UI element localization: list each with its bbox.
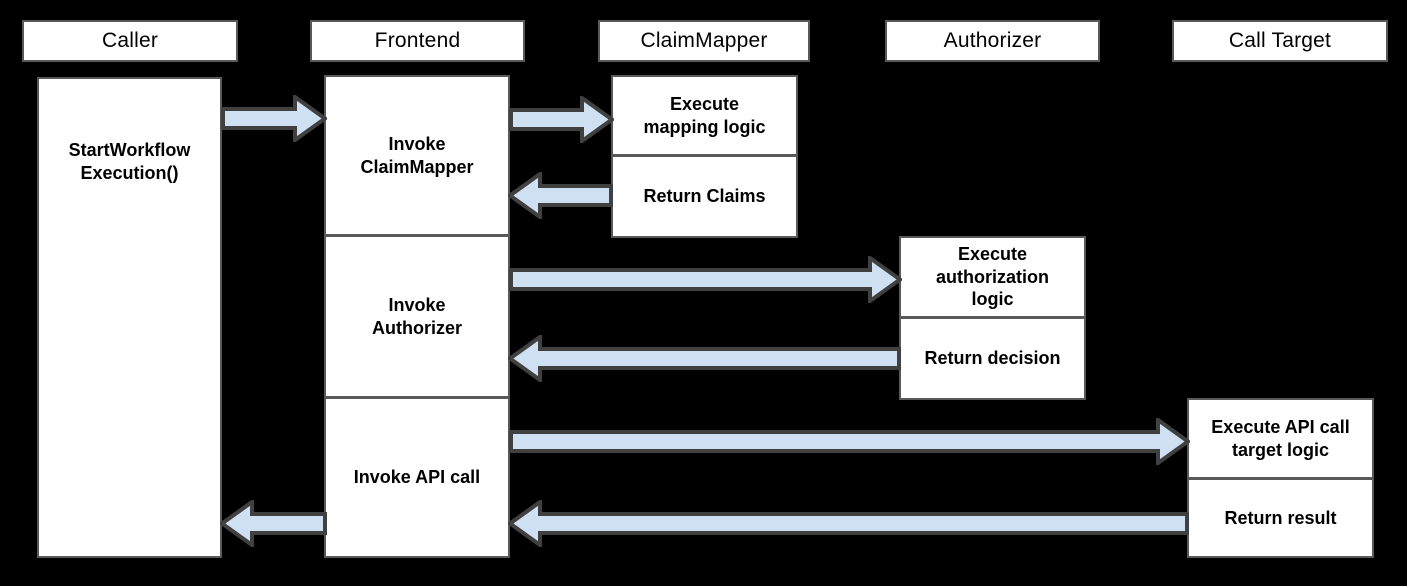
lane-header-frontend-label: Frontend: [374, 29, 461, 53]
lane-header-caller: Caller: [22, 20, 238, 62]
activation-frontend-invoke-authorizer: Invoke Authorizer: [324, 236, 510, 398]
lane-header-claimmapper: ClaimMapper: [598, 20, 810, 62]
activation-frontend-invoke-claimmapper: Invoke ClaimMapper: [324, 75, 510, 236]
activation-authorizer-execute-authorization-logic-label: Execute authorization logic: [936, 244, 1049, 310]
activation-caller-startworkflow-label: StartWorkflow Execution(): [68, 140, 191, 183]
activation-calltarget-return-result: Return result: [1187, 479, 1374, 558]
activation-calltarget-execute-api-call-target-logic-label: Execute API call target logic: [1211, 417, 1350, 460]
activation-caller-startworkflow: StartWorkflow Execution(): [37, 77, 222, 558]
message-arrow-frontend-to-authorizer: [509, 256, 902, 303]
lane-header-caller-label: Caller: [101, 29, 159, 53]
activation-frontend-invoke-claimmapper-label: Invoke ClaimMapper: [360, 134, 474, 177]
lane-header-authorizer-label: Authorizer: [943, 29, 1042, 53]
message-arrow-frontend-to-calltarget: [509, 418, 1190, 465]
lane-header-authorizer: Authorizer: [885, 20, 1100, 62]
message-arrow-authorizer-to-frontend: [508, 335, 901, 382]
activation-authorizer-execute-authorization-logic: Execute authorization logic: [899, 236, 1086, 318]
activation-claimmapper-return-claims: Return Claims: [611, 156, 798, 238]
activation-frontend-invoke-authorizer-label: Invoke Authorizer: [372, 295, 462, 338]
message-arrow-caller-to-frontend: [221, 95, 327, 142]
lane-header-claimmapper-label: ClaimMapper: [640, 29, 768, 53]
message-arrow-frontend-to-claimmapper: [509, 96, 614, 143]
message-arrow-claimmapper-to-frontend: [508, 172, 613, 219]
message-arrow-calltarget-to-frontend: [508, 500, 1189, 547]
lane-header-calltarget: Call Target: [1172, 20, 1388, 62]
activation-calltarget-execute-api-call-target-logic: Execute API call target logic: [1187, 398, 1374, 479]
activation-frontend-invoke-api-call-label: Invoke API call: [353, 467, 481, 488]
activation-claimmapper-return-claims-label: Return Claims: [643, 186, 766, 207]
activation-calltarget-return-result-label: Return result: [1224, 507, 1337, 528]
message-arrow-frontend-to-caller: [220, 500, 327, 547]
activation-authorizer-return-decision-label: Return decision: [924, 348, 1061, 369]
activation-claimmapper-execute-mapping-logic: Execute mapping logic: [611, 75, 798, 156]
activation-claimmapper-execute-mapping-logic-label: Execute mapping logic: [643, 94, 766, 137]
activation-frontend-invoke-api-call: Invoke API call: [324, 398, 510, 558]
activation-authorizer-return-decision: Return decision: [899, 318, 1086, 400]
lane-header-calltarget-label: Call Target: [1228, 29, 1332, 53]
lane-header-frontend: Frontend: [310, 20, 525, 62]
